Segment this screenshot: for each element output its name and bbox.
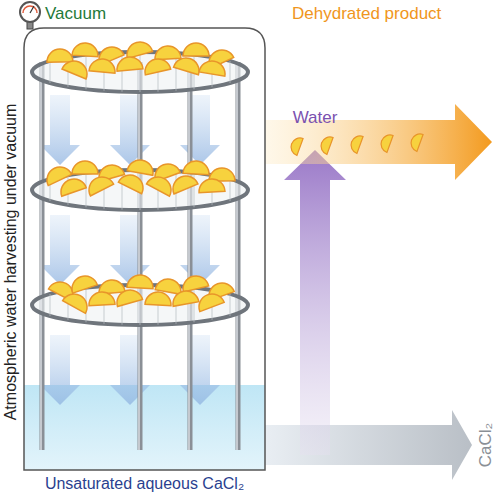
mesh-line [122, 170, 123, 209]
fruit-slice [69, 273, 98, 294]
vapour-arrow [180, 215, 220, 285]
mesh-line [230, 179, 231, 201]
support-post [138, 62, 143, 450]
vapour-arrow [110, 215, 150, 285]
post-highlight [236, 62, 238, 450]
dried-slice [288, 135, 303, 155]
dried-slice [408, 131, 423, 151]
vacuum-gauge [20, 2, 40, 22]
fruit-slice [62, 57, 91, 79]
vacuum-chamber [24, 28, 265, 470]
fruit-slice [198, 178, 225, 192]
fruit-slice [183, 160, 210, 175]
vapour-arrows [40, 95, 220, 405]
fruit-slice [118, 171, 147, 194]
vapour-arrow [40, 335, 80, 405]
vapour-arrow [110, 95, 150, 165]
fruit-slice [154, 45, 181, 60]
fruit-slice [199, 59, 227, 76]
fruit-slice [195, 290, 224, 311]
post-highlight [188, 62, 190, 450]
fruit-slice [127, 274, 154, 288]
mesh-line [140, 52, 141, 92]
fruit-slice [72, 161, 98, 174]
fruit-slice [47, 49, 73, 62]
gauge-needle [30, 6, 34, 13]
fruit-slice [85, 173, 114, 196]
mesh-line [140, 285, 141, 325]
cacl2-label: CaCl₂ [476, 423, 496, 467]
fruit-slice [124, 39, 153, 58]
mesh-line [86, 173, 87, 208]
fruit-slice [142, 56, 170, 74]
fruit-slice [88, 291, 115, 305]
dried-slice [348, 133, 363, 153]
solution-label: Unsaturated aqueous CaCl₂ [45, 475, 244, 493]
post-highlight [40, 62, 42, 450]
solution-band: Unsaturated aqueous CaCl₂ [24, 385, 265, 497]
support-post [40, 62, 45, 450]
mesh-line [230, 61, 231, 83]
cacl2-arrow [265, 410, 472, 480]
product-arrow [265, 104, 492, 180]
vapour-arrow [40, 215, 80, 285]
vapour-arrow [180, 95, 220, 165]
tray-rack [32, 39, 248, 450]
support-post [236, 62, 241, 450]
fruit-slice [116, 56, 143, 71]
mesh-line [230, 294, 231, 316]
mesh-line [50, 294, 51, 316]
vapour-arrow [110, 335, 150, 405]
fruit-slice [174, 55, 203, 75]
fruit-slice [183, 43, 209, 56]
water-arrow [284, 150, 346, 455]
fruit-slice [180, 273, 208, 292]
fruit-slice [169, 172, 198, 194]
water-label: Water [293, 108, 338, 128]
side-title: Atmospheric water harvesting under vacuu… [2, 104, 20, 421]
fruit-slice [114, 287, 143, 307]
product-label: Dehydrated product [292, 4, 441, 24]
fruit-slice [89, 58, 116, 73]
fruit-slice [145, 291, 172, 305]
mesh-line [122, 52, 123, 91]
fruit-slice [147, 172, 176, 196]
fruit-slice [63, 289, 92, 313]
fruit-slice [171, 289, 199, 306]
mesh-line [50, 61, 51, 83]
dried-slice [318, 134, 333, 154]
vapour-arrow [180, 335, 220, 405]
fruit-slice [57, 175, 86, 196]
dried-slice [378, 132, 393, 152]
fruit-slice [127, 158, 155, 175]
vacuum-label: Vacuum [45, 4, 106, 24]
fruit-slice [72, 42, 99, 57]
post-highlight [138, 62, 140, 450]
gauge-scale [23, 6, 37, 13]
vapour-arrow [40, 95, 80, 165]
support-post [188, 62, 193, 450]
